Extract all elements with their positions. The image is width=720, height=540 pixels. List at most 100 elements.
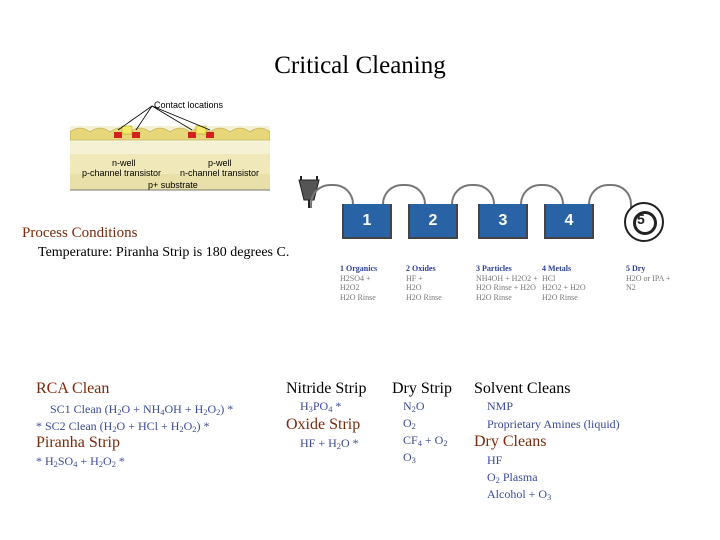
step-title: 3 Particles xyxy=(476,264,512,273)
page-title: Critical Cleaning xyxy=(274,52,446,79)
nchannel-label: n-channel transistor xyxy=(180,168,260,178)
step-item: H2O or IPA + xyxy=(626,273,671,283)
subscript: 2 xyxy=(495,476,500,486)
step-title: 5 Dry xyxy=(626,264,646,273)
subscript: 2 xyxy=(216,408,221,418)
subscript: 2 xyxy=(117,408,122,418)
tank-number: 3 xyxy=(498,212,508,229)
solvent-amines: Proprietary Amines (liquid) xyxy=(487,417,620,431)
step-dry: 5 Dry H2O or IPA + N2 xyxy=(626,264,670,293)
tank-number: 1 xyxy=(362,212,372,229)
tank-number: 5 xyxy=(637,211,645,227)
step-item: HCl xyxy=(542,273,556,283)
step-particles: 3 Particles NH4OH + H2O2 + H2O Rinse + H… xyxy=(476,264,538,302)
text-part: * H xyxy=(36,454,54,468)
subscript: 2 xyxy=(53,460,58,470)
step-title: 4 Metals xyxy=(542,264,572,273)
subscript: 2 xyxy=(112,425,117,435)
subscript: 2 xyxy=(411,422,416,432)
tank-3: 3 xyxy=(478,204,528,239)
text-part: CF xyxy=(403,433,418,447)
dry-strip-cf4: CF4 + O2 xyxy=(403,433,448,448)
step-item: H2O Rinse xyxy=(406,292,442,302)
tank-1: 1 xyxy=(342,204,392,239)
step-item: HF + xyxy=(406,273,423,283)
oxide-strip-heading: Oxide Strip xyxy=(286,416,361,433)
step-item: H2O Rinse xyxy=(542,292,578,302)
text-part: PO xyxy=(312,399,329,413)
contact-callout: Contact locations xyxy=(154,100,224,110)
text-part: * xyxy=(332,399,342,413)
sc1-clean: SC1 Clean (H2O + NH4OH + H2O2) * xyxy=(50,402,233,417)
text-part: O * xyxy=(340,436,359,450)
dry-strip-o2: O2 xyxy=(403,416,416,431)
text-part: O xyxy=(183,419,193,433)
dry-strip-o3: O3 xyxy=(403,450,416,465)
text-part: SC1 Clean (H xyxy=(50,402,118,416)
nitride-formula: H3PO4 * xyxy=(300,399,341,414)
subscript: 4 xyxy=(160,408,165,418)
subscript: 4 xyxy=(417,439,422,449)
text-part: H xyxy=(300,399,309,413)
text-part: HF + H xyxy=(300,436,337,450)
step-item: H2O Rinse xyxy=(340,292,376,302)
subscript: 4 xyxy=(328,405,333,415)
step-item: H2SO4 + xyxy=(340,273,371,283)
subscript: 2 xyxy=(336,442,341,452)
text-part: ) * xyxy=(220,402,234,416)
step-title: 2 Oxides xyxy=(406,264,436,273)
dry-cleans-plasma: O2 Plasma xyxy=(487,470,538,485)
text-part: O + NH xyxy=(121,402,161,416)
tank-4: 4 xyxy=(544,204,594,239)
step-item: H2O2 xyxy=(340,283,360,292)
step-title: 1 Organics xyxy=(340,264,378,273)
transistor-diagram: Contact locations n-well p-well p-channe… xyxy=(69,96,271,192)
tank-number: 4 xyxy=(564,212,574,229)
dry-strip-n2o: N2O xyxy=(403,399,425,414)
solvent-nmp: NMP xyxy=(487,399,514,413)
text-part: O xyxy=(103,454,112,468)
text-part: O + HCl + H xyxy=(116,419,180,433)
text-part: Plasma xyxy=(499,470,538,484)
cross-section-graphic xyxy=(69,105,271,191)
process-conditions-heading: Process Conditions xyxy=(22,225,138,241)
dry-cleans-hf: HF xyxy=(487,453,503,467)
tank-number: 2 xyxy=(428,212,438,229)
dry-cleans-alcohol: Alcohol + O3 xyxy=(487,487,551,502)
text-part: * xyxy=(115,454,125,468)
dryer-rotor xyxy=(633,211,657,235)
step-item: N2 xyxy=(626,283,636,292)
step-item: H2O xyxy=(406,283,422,292)
step-item: H2O Rinse + H2O xyxy=(476,283,536,292)
text-part: O xyxy=(487,470,496,484)
subscript: 2 xyxy=(203,408,208,418)
text-part: ) * xyxy=(196,419,210,433)
pchannel-label: p-channel transistor xyxy=(82,168,162,178)
tank-2: 2 xyxy=(408,204,458,239)
solvent-cleans-heading: Solvent Cleans xyxy=(474,380,571,397)
step-item: H2O2 + H2O xyxy=(542,283,586,292)
subscript: 4 xyxy=(73,460,78,470)
spin-dryer-icon: 5 xyxy=(624,202,664,242)
text-part: SO xyxy=(57,454,74,468)
temperature-text: Temperature: Piranha Strip is 180 degree… xyxy=(38,245,290,260)
text-part: N xyxy=(403,399,412,413)
pwell-label: p-well xyxy=(208,158,232,168)
subscript: 3 xyxy=(547,493,552,503)
subscript: 2 xyxy=(179,425,184,435)
step-oxides: 2 Oxides HF + H2O H2O Rinse xyxy=(406,264,442,302)
subscript: 3 xyxy=(308,405,313,415)
text-part: + H xyxy=(77,454,99,468)
step-metals: 4 Metals HCl H2O2 + H2O H2O Rinse xyxy=(542,264,586,302)
text-part: O xyxy=(415,399,425,413)
subscript: 2 xyxy=(443,439,448,449)
subscript: 2 xyxy=(192,425,197,435)
subscript: 2 xyxy=(98,460,104,470)
text-part: * SC2 Clean (H xyxy=(36,419,113,433)
transfer-arc-5 xyxy=(588,184,632,208)
subscript: 3 xyxy=(411,456,416,466)
step-organics: 1 Organics H2SO4 + H2O2 H2O Rinse xyxy=(340,264,377,302)
text-part: O xyxy=(403,450,412,464)
dry-strip-heading: Dry Strip xyxy=(392,380,452,397)
text-part: + O xyxy=(421,433,444,447)
